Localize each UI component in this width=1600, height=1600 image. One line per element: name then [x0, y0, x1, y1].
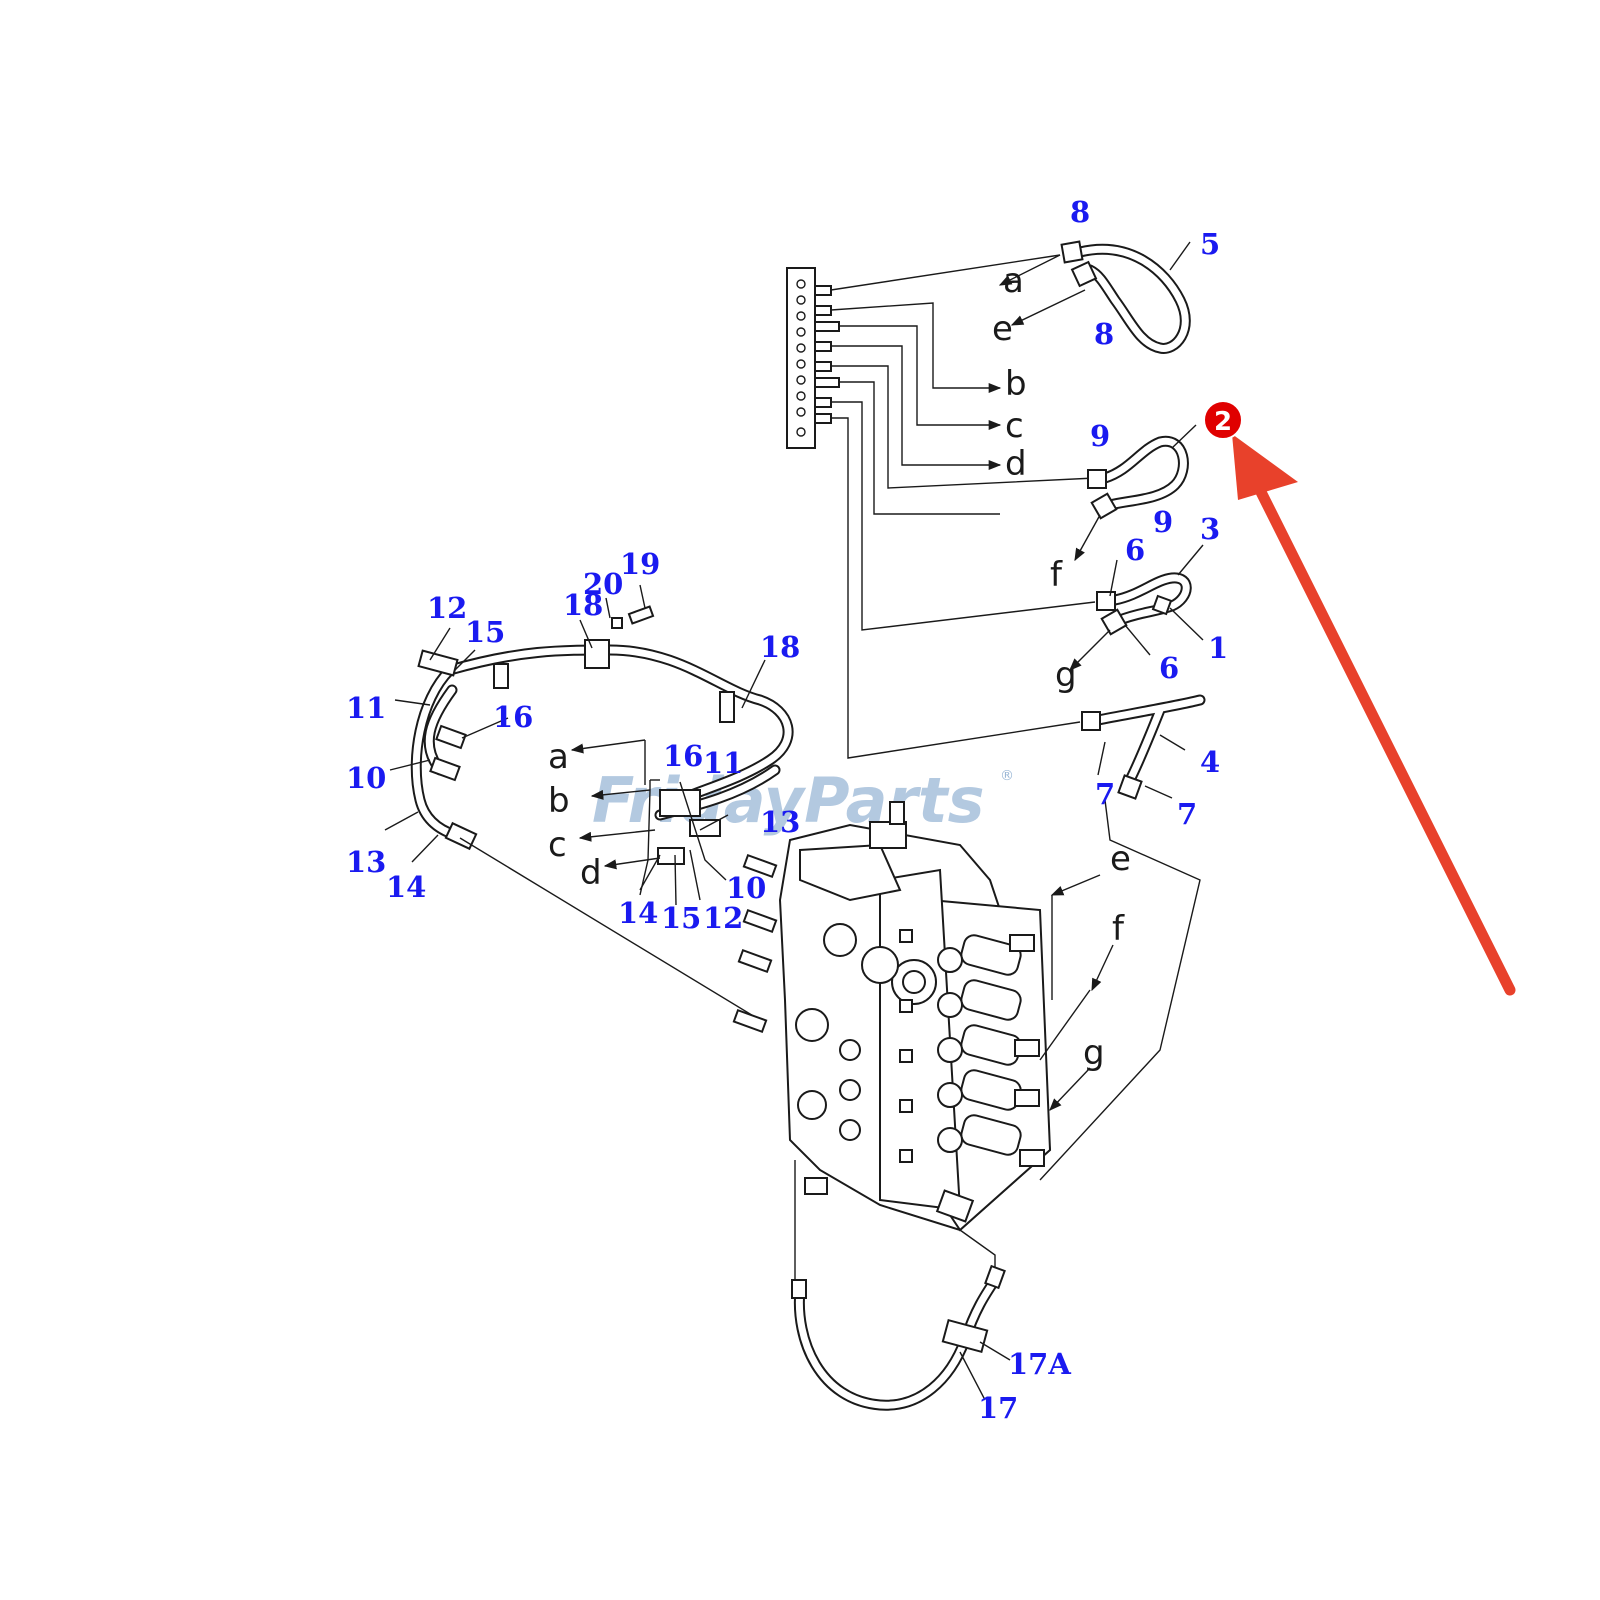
letter-b-center: b: [548, 781, 570, 821]
label-10-left: 10: [346, 761, 386, 795]
label-4: 4: [1200, 745, 1220, 779]
label-11-left: 11: [346, 691, 386, 725]
letter-g-right: g: [1055, 655, 1077, 695]
label-18-right: 18: [760, 630, 800, 664]
label-13-center: 13: [760, 805, 800, 839]
label-16-left: 16: [493, 700, 533, 734]
label-8-top: 8: [1070, 195, 1090, 229]
label-19: 19: [620, 547, 660, 581]
label-1: 1: [1208, 631, 1228, 665]
label-8-lower: 8: [1094, 317, 1114, 351]
label-9-lower: 9: [1153, 505, 1173, 539]
letter-f-valve: f: [1112, 909, 1125, 949]
letter-d-center: d: [580, 853, 602, 893]
label-5: 5: [1200, 227, 1220, 261]
label-14-left: 14: [386, 870, 426, 904]
item-badge: 2: [1203, 400, 1243, 440]
hose-2: [1087, 435, 1189, 520]
pilot-manifold-block: [786, 267, 840, 449]
label-18-left: 18: [563, 588, 603, 622]
letter-e-valve: e: [1110, 839, 1131, 879]
letter-f-right: f: [1050, 555, 1063, 595]
label-13-left: 13: [346, 845, 386, 879]
letter-c-top: c: [1005, 406, 1024, 446]
label-17: 17: [978, 1391, 1018, 1425]
highlight-arrow: [1232, 434, 1516, 996]
left-bundle-leaders: [384, 584, 766, 1021]
hose-4: [1081, 694, 1206, 800]
watermark-registered-mark: ®: [1000, 768, 1014, 784]
label-12-center: 12: [703, 901, 743, 935]
label-3: 3: [1200, 512, 1220, 546]
label-20: 20: [583, 567, 623, 601]
letter-d-top: d: [1005, 444, 1027, 484]
valve-connection-arrows: [1039, 874, 1114, 1111]
letter-a-center: a: [548, 737, 569, 777]
center-connection-arrows: [570, 739, 661, 870]
label-6-top: 6: [1125, 533, 1145, 567]
left-hose-bundle: [410, 605, 794, 865]
hose-17: [791, 1160, 1006, 1411]
label-14-center: 14: [618, 896, 658, 930]
label-17a: 17A: [1008, 1347, 1071, 1381]
letter-b-top: b: [1005, 364, 1027, 404]
watermark-text: FridayParts: [592, 764, 985, 837]
label-15-top: 15: [465, 615, 505, 649]
label-7-right: 7: [1177, 797, 1197, 831]
label-12-top: 12: [427, 591, 467, 625]
control-valve-assembly: [732, 801, 1052, 1232]
label-16-center: 16: [663, 739, 703, 773]
label-9-top: 9: [1090, 419, 1110, 453]
label-10-center: 10: [726, 871, 766, 905]
letter-c-center: c: [548, 825, 567, 865]
manifold-pilot-lines: [830, 254, 1096, 759]
label-6-lower: 6: [1159, 651, 1179, 685]
letter-a-top: a: [1003, 261, 1024, 301]
letter-e-top: e: [992, 309, 1013, 349]
label-11-center: 11: [703, 746, 743, 780]
letter-g-valve: g: [1083, 1033, 1105, 1073]
hose-3: [1096, 572, 1192, 636]
hose-5: [1060, 240, 1191, 354]
badge-label: 2: [1214, 407, 1232, 437]
label-15-center: 15: [661, 901, 701, 935]
label-7-left: 7: [1095, 777, 1115, 811]
